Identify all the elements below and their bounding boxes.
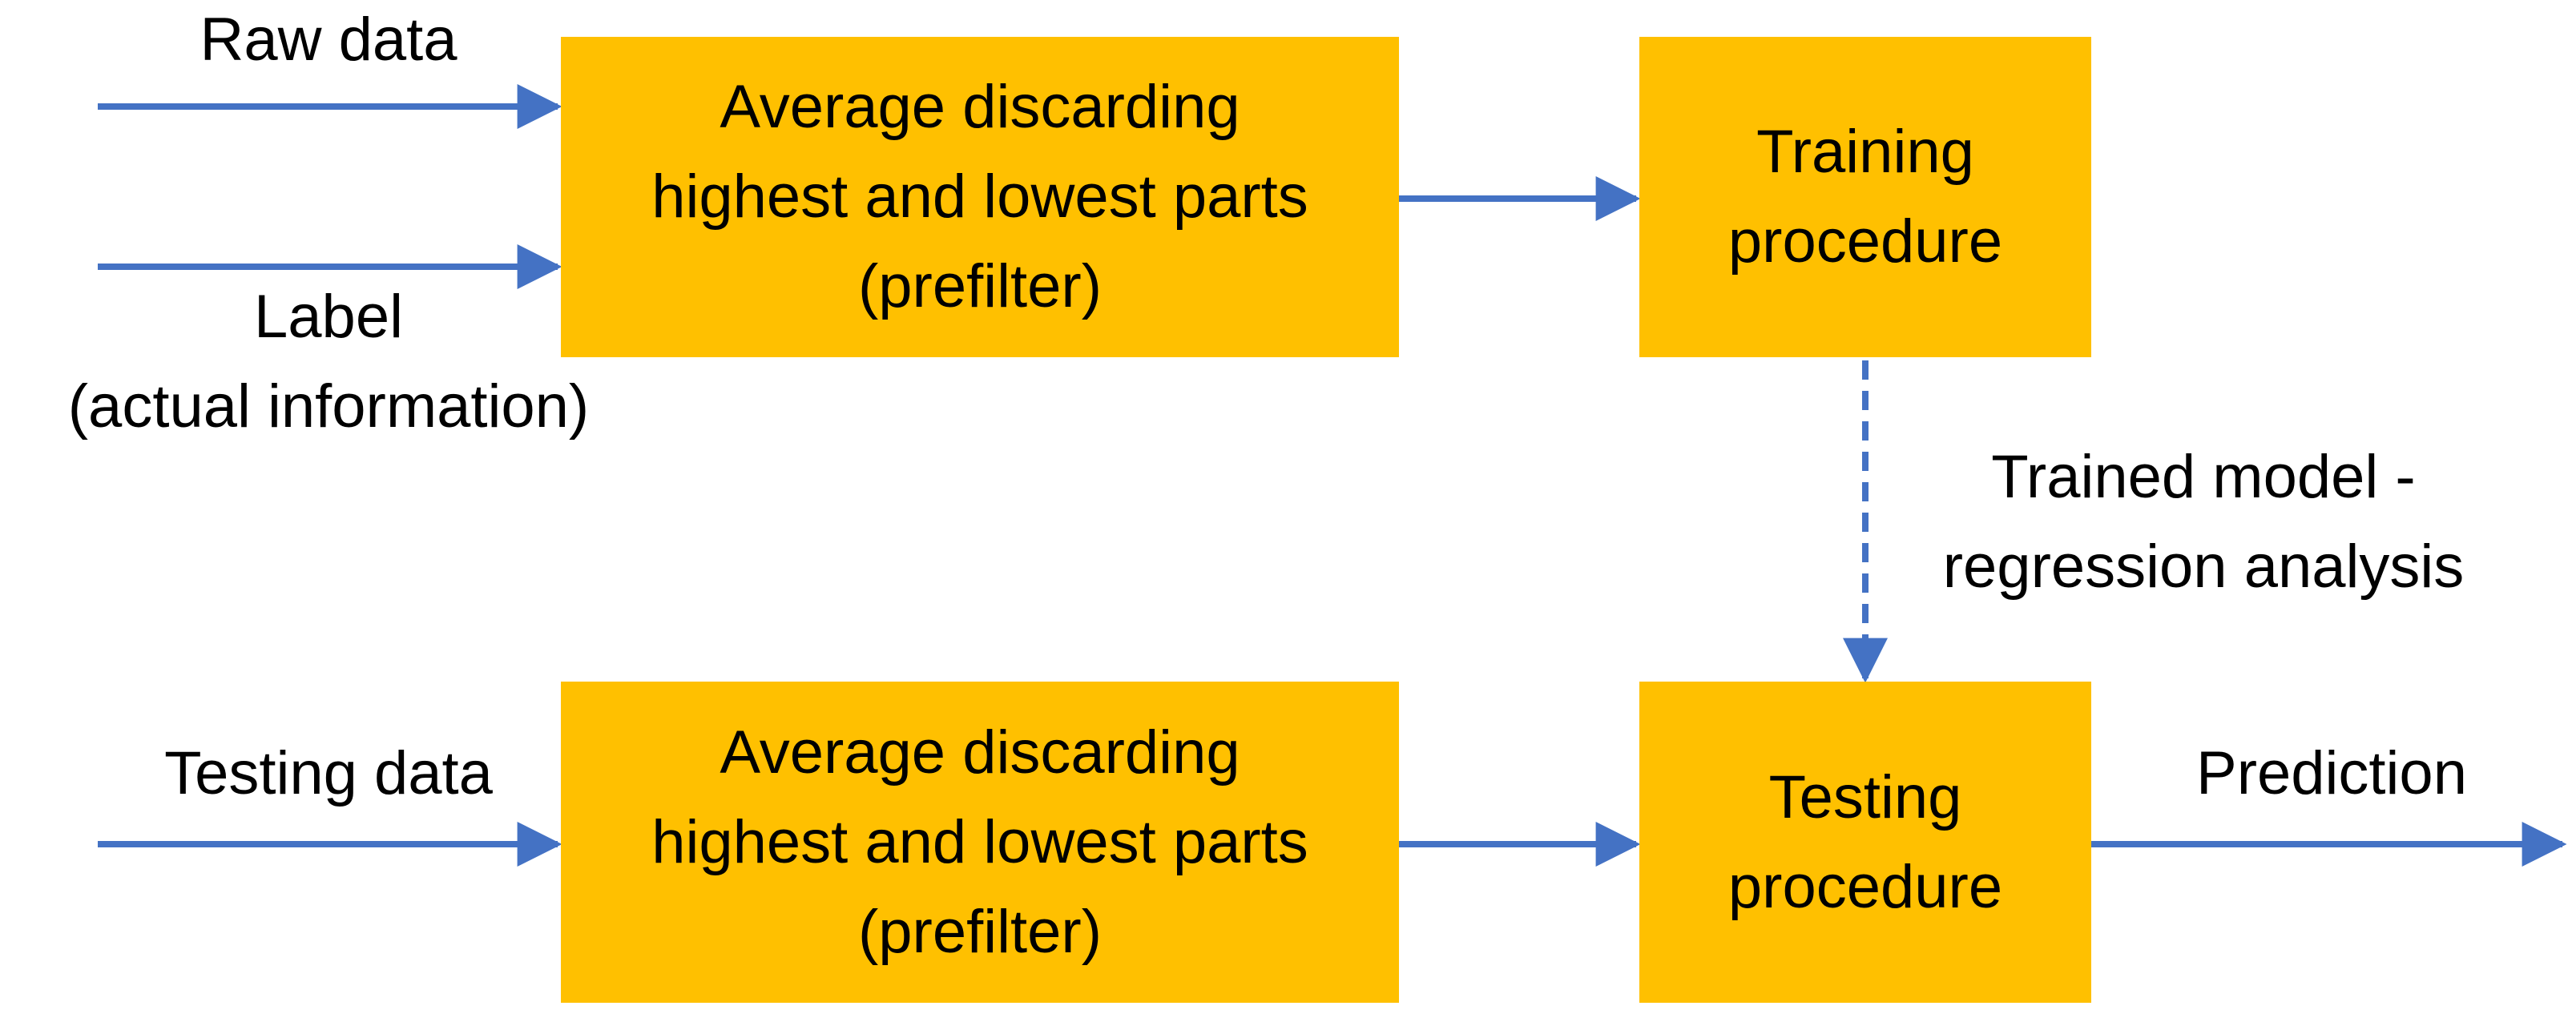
training-procedure-box: Training procedure: [1639, 37, 2091, 357]
prefilter-box-top: Average discarding highest and lowest pa…: [561, 37, 1399, 357]
prefilter-box-bottom: Average discarding highest and lowest pa…: [561, 682, 1399, 1003]
label-actual-information-label: Label (actual information): [67, 283, 590, 441]
training-procedure-text: Training procedure: [1727, 118, 2003, 276]
prediction-label: Prediction: [2196, 739, 2467, 807]
prefilter-box-bottom-text: Average discarding highest and lowest pa…: [651, 718, 1308, 966]
testing-procedure-text: Testing procedure: [1727, 762, 2003, 921]
raw-data-label: Raw data: [200, 6, 458, 74]
testing-procedure-box: Testing procedure: [1639, 682, 2091, 1003]
prefilter-box-top-text: Average discarding highest and lowest pa…: [651, 73, 1308, 320]
trained-model-label: Trained model - regression analysis: [1942, 443, 2465, 601]
testing-data-label: Testing data: [164, 739, 493, 807]
